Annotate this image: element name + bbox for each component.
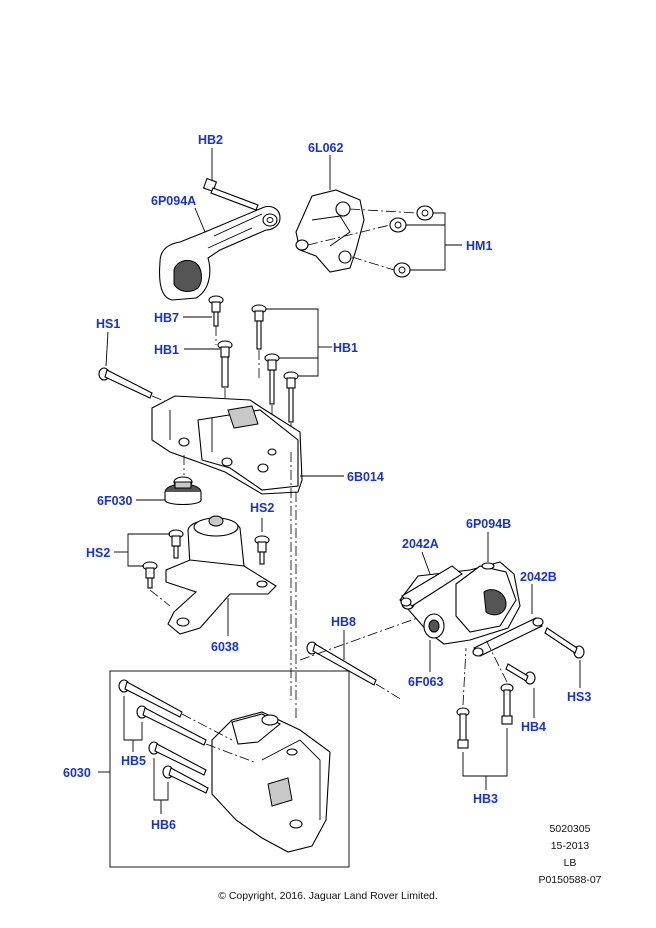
label-HB7[interactable]: HB7: [154, 311, 179, 325]
bracket-6B014: [151, 395, 303, 495]
bolt-HS3: [544, 627, 585, 659]
label-HS2-left[interactable]: HS2: [86, 546, 110, 560]
label-6F030[interactable]: 6F030: [97, 494, 132, 508]
bracket-6L062: [295, 189, 365, 273]
bolt-HB7: [208, 295, 224, 327]
label-HB2[interactable]: HB2: [198, 133, 223, 147]
label-6030[interactable]: 6030: [63, 766, 91, 780]
nuts-HM1: [389, 205, 434, 278]
bolt-HS1: [98, 367, 153, 399]
label-HS3[interactable]: HS3: [567, 690, 591, 704]
label-2042B[interactable]: 2042B: [520, 570, 557, 584]
bolts-HB1-right: [251, 304, 299, 423]
label-2042A[interactable]: 2042A: [402, 537, 439, 551]
bolt-HB1-left: [217, 340, 233, 388]
bolts-HB6: [148, 741, 209, 794]
bolts-HB3: [456, 683, 514, 749]
label-HB8[interactable]: HB8: [331, 615, 356, 629]
label-HM1[interactable]: HM1: [466, 239, 492, 253]
label-6F063[interactable]: 6F063: [408, 675, 443, 689]
bolt-HB8: [306, 641, 377, 686]
label-6P094B[interactable]: 6P094B: [466, 517, 511, 531]
reference-code-2: 15-2013: [550, 840, 590, 852]
engine-mount-6038: [165, 515, 277, 635]
bracket-6030: [211, 711, 331, 853]
label-HB3[interactable]: HB3: [473, 792, 498, 806]
copyright-notice: © Copyright, 2016. Jaguar Land Rover Lim…: [218, 890, 438, 902]
label-6L062[interactable]: 6L062: [308, 141, 343, 155]
torque-rod-6P094A: [158, 205, 281, 301]
label-HB5[interactable]: HB5: [121, 754, 146, 768]
label-6P094A[interactable]: 6P094A: [151, 194, 196, 208]
label-HB1-right[interactable]: HB1: [333, 341, 358, 355]
bolts-HS2: [142, 529, 270, 589]
label-HS1[interactable]: HS1: [96, 317, 120, 331]
bolt-HB2: [202, 177, 259, 211]
bracket-2042B: [472, 617, 544, 657]
label-6038[interactable]: 6038: [211, 640, 239, 654]
insulator-6F063: [423, 613, 445, 639]
reference-code-3: LB: [563, 857, 577, 869]
reference-code-4: P0150588-07: [538, 874, 602, 886]
label-6B014[interactable]: 6B014: [347, 470, 384, 484]
detail-box-6030: [109, 670, 350, 868]
insulator-6F030: [164, 476, 202, 506]
label-HB4[interactable]: HB4: [521, 720, 546, 734]
label-HB6[interactable]: HB6: [151, 818, 176, 832]
label-HS2-top[interactable]: HS2: [250, 501, 274, 515]
bracket-2042A: [400, 565, 463, 607]
bolt-HB4: [505, 663, 536, 685]
reference-code-1: 5020305: [549, 823, 591, 835]
label-HB1-left[interactable]: HB1: [154, 343, 179, 357]
bolts-HB5: [118, 679, 207, 746]
